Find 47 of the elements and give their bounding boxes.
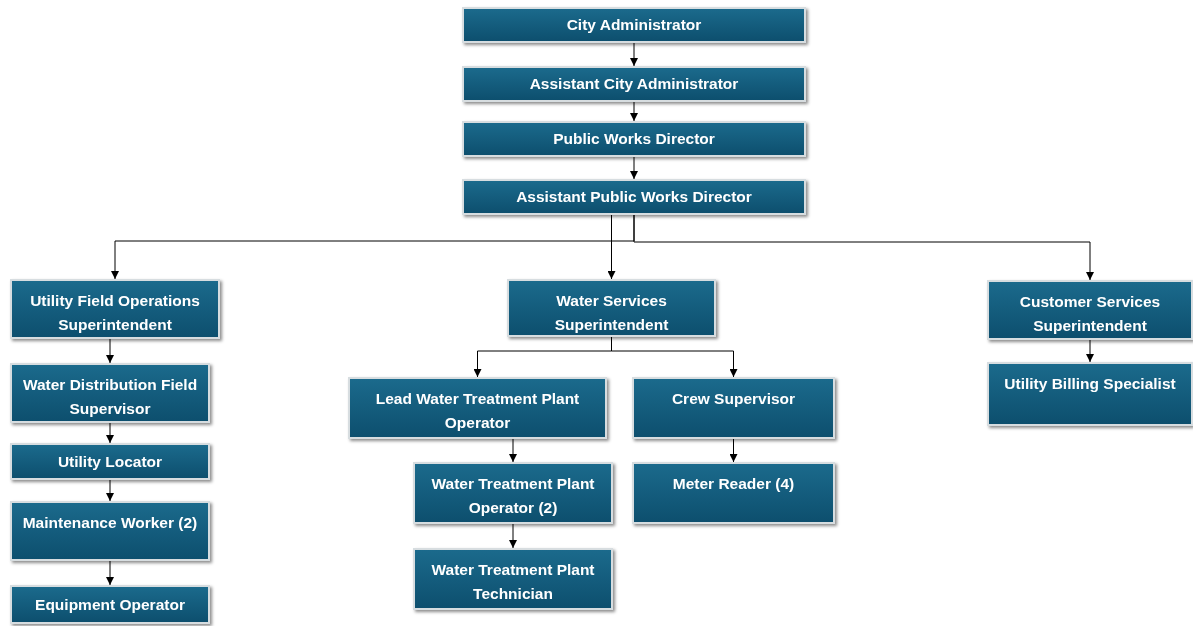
position-box [507,279,716,337]
position-title: Customer Services Superintendent [1018,292,1162,336]
position-box [10,363,210,423]
position-title: Water Treatment Plant Operator (2) [430,474,596,518]
position-box [462,121,806,157]
position-box [462,7,806,43]
position-title: Utility Locator [56,451,164,472]
position-title: Assistant City Administrator [528,74,740,94]
position-title: Crew Supervisor [670,389,797,409]
position-title: Equipment Operator [34,594,186,615]
connector-arrow [106,422,114,444]
position-title: Water Distribution Field Supervisor [21,375,199,419]
connector-arrow [630,101,638,122]
connector-arrow [1086,339,1094,363]
position-title: Utility Billing Specialist [1003,374,1177,394]
position-title: Water Services Superintendent [553,291,670,335]
connector-arrow [633,214,1094,281]
connector-arrow [729,438,738,463]
position-title: Lead Water Treatment Plant Operator [374,389,581,433]
connector-arrow [106,338,114,364]
position-box [413,548,613,610]
position-box [632,462,835,524]
position-box [632,377,835,439]
position-title: Assistant Public Works Director [515,187,753,207]
position-title: Public Works Director [552,129,716,149]
position-title: Meter Reader (4) [671,474,796,494]
position-box [462,179,806,215]
position-box [10,279,220,339]
position-box [10,501,210,561]
connector-arrow [630,156,638,180]
position-title: City Administrator [565,15,703,35]
connector-arrow [106,479,114,502]
connector-arrow [607,214,616,280]
connector-arrow [509,438,517,463]
position-title: Water Treatment Plant Technician [430,560,596,604]
position-box [987,362,1193,426]
connector-arrow [630,42,638,67]
position-box [10,585,210,624]
connector-arrow [106,560,114,586]
position-box [10,443,210,480]
position-box [413,462,613,524]
position-title: Utility Field Operations Superintendent [29,291,201,335]
position-title: Maintenance Worker (2) [21,513,199,533]
connector-arrow [509,523,517,549]
position-box [987,280,1193,340]
position-box [462,66,806,102]
position-box [348,377,607,439]
